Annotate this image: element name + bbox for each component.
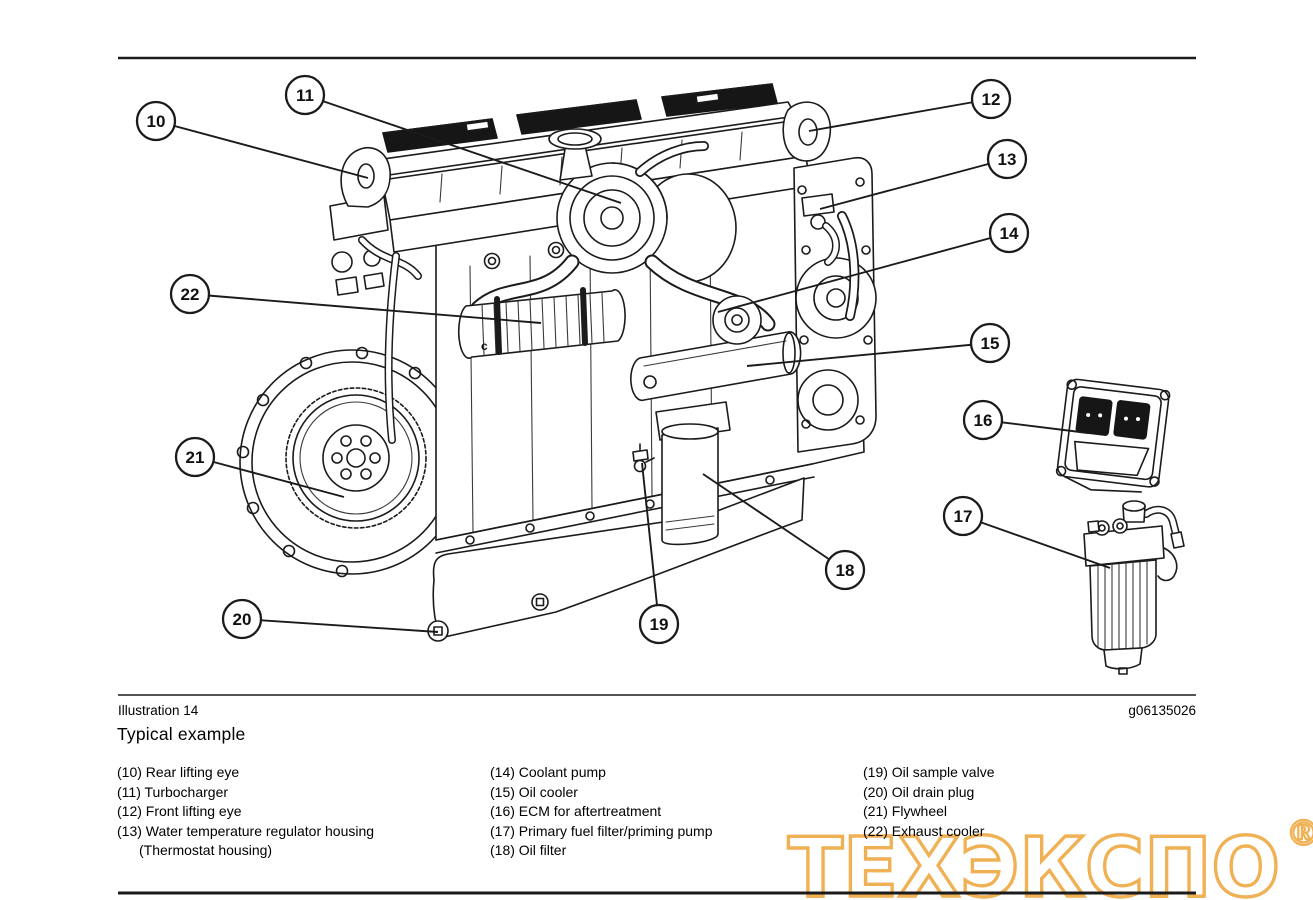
- callout-number: 11: [296, 86, 314, 105]
- callout-21: 21: [174, 436, 345, 498]
- callout-circle: [970, 78, 1012, 120]
- callout-number: 10: [147, 112, 166, 131]
- legend-column-1: (10) Rear lifting eye (11) Turbocharger (1…: [117, 763, 489, 861]
- callout-19: 19: [638, 462, 680, 645]
- callout-circle: [169, 273, 211, 315]
- callout-11: 11: [284, 74, 622, 204]
- legend-item-text: (16) ECM for aftertreatment: [490, 803, 662, 819]
- legend-item-text: (18) Oil filter: [490, 842, 567, 858]
- callout-circle: [174, 436, 216, 478]
- callout-16: 16: [962, 399, 1089, 441]
- callout-leader-line: [717, 232, 1010, 313]
- page-title: Typical example: [117, 724, 246, 744]
- legend-item-text: (13) Water temperature regulator housing: [117, 822, 375, 839]
- callout-circle: [969, 322, 1011, 364]
- legend-item-13: (13) Water temperature regulator housing…: [117, 822, 489, 861]
- engine-cast-marking: c: [481, 339, 488, 353]
- callout-number: 19: [650, 615, 669, 634]
- callout-10: 10: [135, 100, 369, 179]
- callout-leader-line: [702, 473, 846, 571]
- legend-item-10: (10) Rear lifting eye: [117, 763, 489, 783]
- watermark: ТЕХЭКСПО ®: [786, 813, 1313, 900]
- illustration-label: Illustration 14: [118, 703, 199, 718]
- legend-item-19: (19) Oil sample valve: [863, 763, 1196, 783]
- callout-17: 17: [942, 495, 1111, 569]
- legend-item-18: (18) Oil filter: [490, 841, 862, 861]
- legend-item-text: (15) Oil cooler: [490, 783, 578, 800]
- registered-mark-icon: ®: [1286, 814, 1313, 854]
- callout-number: 21: [186, 448, 205, 467]
- callout-number: 12: [982, 90, 1001, 109]
- legend-item-text: (22) Exhaust cooler: [863, 822, 985, 839]
- watermark-text: ТЕХЭКСПО: [788, 821, 1280, 900]
- callout-leader-line: [189, 293, 542, 324]
- callout-number: 13: [998, 150, 1017, 169]
- callout-circle: [942, 495, 984, 537]
- legend-item-text: (10) Rear lifting eye: [117, 764, 240, 780]
- legend-item-12: (12) Front lifting eye: [117, 802, 489, 822]
- legend-item-14: (14) Coolant pump: [490, 763, 862, 783]
- callout-leader-line: [808, 98, 992, 132]
- figure-caption: Illustration 14 g06135026: [118, 703, 1196, 719]
- callout-circle: [638, 603, 680, 645]
- legend-item-11: (11) Turbocharger: [117, 783, 489, 803]
- callout-circle: [986, 138, 1028, 180]
- callouts-layer: 10 11 12 13 14 15 16 17 18 19 20 21 22: [135, 74, 1111, 645]
- callout-13: 13: [819, 138, 1028, 210]
- callout-circle: [135, 100, 177, 142]
- figure-rules: [118, 56, 1196, 895]
- callout-leader-line: [962, 515, 1111, 569]
- legend-item-16: (16) ECM for aftertreatment: [490, 802, 862, 822]
- callout-number: 14: [1000, 224, 1019, 243]
- callout-leader-line: [155, 120, 369, 179]
- callout-leader-line: [304, 94, 622, 204]
- callout-number: 16: [974, 411, 993, 430]
- ecm-illustration: [1055, 378, 1171, 493]
- callout-circle: [284, 74, 326, 116]
- callout-circle: [962, 399, 1004, 441]
- callout-number: 20: [233, 610, 252, 629]
- callout-leader-line: [241, 618, 439, 633]
- callout-circle: [824, 549, 866, 591]
- legend-item-text: (11) Turbocharger: [117, 783, 229, 800]
- legend-item-text: (12) Front lifting eye: [117, 803, 242, 819]
- fuel-filter-illustration: [1083, 500, 1185, 675]
- callout-20: 20: [221, 598, 439, 640]
- legend-item-text: (19) Oil sample valve: [863, 764, 995, 780]
- legend-item-text: (20) Oil drain plug: [863, 783, 975, 800]
- callout-leader-line: [819, 158, 1008, 210]
- callout-18: 18: [702, 473, 866, 591]
- callout-12: 12: [808, 78, 1012, 132]
- callout-circle: [221, 598, 263, 640]
- legend-column-2: (14) Coolant pump (15) Oil cooler (16) ECM…: [490, 763, 862, 861]
- legend-item-text: (17) Primary fuel filter/priming pump: [490, 822, 713, 839]
- callout-15: 15: [746, 322, 1011, 367]
- callout-circle: [988, 212, 1030, 254]
- legend-item-17: (17) Primary fuel filter/priming pump: [490, 822, 862, 842]
- legend-column-3: (19) Oil sample valve (20) Oil drain plug…: [863, 763, 1196, 841]
- legend-item-20: (20) Oil drain plug: [863, 783, 1196, 803]
- legend-item-21: (21) Flywheel: [863, 802, 1196, 822]
- callout-number: 17: [954, 507, 973, 526]
- legend-item-text: (14) Coolant pump: [490, 764, 606, 780]
- legend-item-22: (22) Exhaust cooler: [863, 822, 1196, 842]
- callout-leader-line: [641, 462, 660, 625]
- callout-number: 18: [836, 561, 855, 580]
- callout-number: 15: [981, 334, 1000, 353]
- callout-number: 22: [181, 285, 200, 304]
- legend-item-15: (15) Oil cooler: [490, 783, 862, 803]
- engine-illustration: c: [236, 83, 877, 642]
- figure-reference: g06135026: [1128, 703, 1196, 718]
- callout-leader-line: [746, 342, 991, 367]
- callout-leader-line: [194, 456, 345, 498]
- legend-item-subtext: (Thermostat housing): [139, 842, 273, 858]
- legend-item-text: (21) Flywheel: [863, 803, 948, 819]
- callout-14: 14: [717, 212, 1030, 313]
- callout-22: 22: [169, 273, 542, 324]
